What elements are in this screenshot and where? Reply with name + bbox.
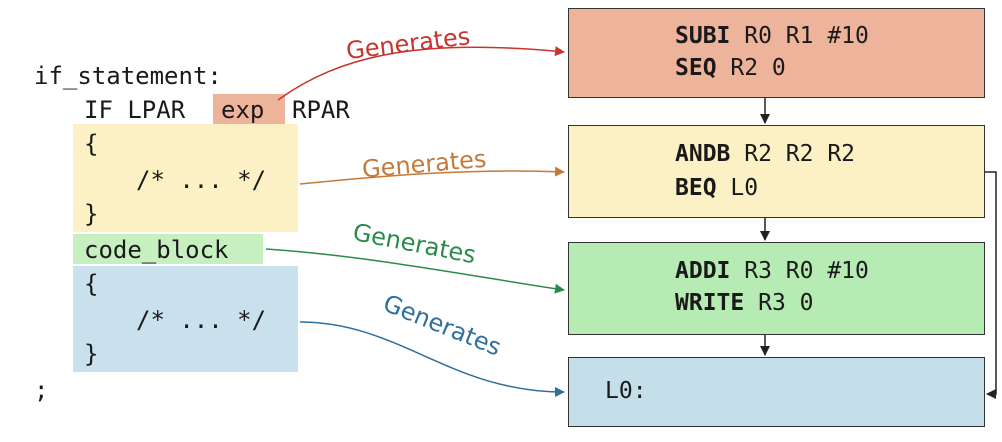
instruction-block-4: L0: bbox=[568, 357, 985, 427]
opcode: WRITE bbox=[675, 290, 745, 316]
brace-1-comment: /* ... */ bbox=[136, 166, 267, 194]
operands: L0 bbox=[716, 175, 759, 201]
label-l0: L0: bbox=[605, 378, 647, 404]
opcode: ANDB bbox=[675, 141, 731, 167]
grammar-if-lpar: IF LPAR bbox=[84, 96, 186, 124]
code-block-highlight bbox=[73, 234, 263, 264]
grammar-semicolon: ; bbox=[34, 376, 49, 404]
arrow-brace1-to-block2 bbox=[299, 166, 565, 185]
grammar-rule-name: if_statement: bbox=[34, 62, 222, 90]
grammar-exp: exp bbox=[221, 96, 265, 124]
arrow-codeblock-to-block3 bbox=[265, 248, 565, 294]
brace-2-close: } bbox=[84, 340, 99, 368]
operands: R2 0 bbox=[716, 55, 786, 81]
grammar-code-block: code_block bbox=[84, 236, 229, 264]
opcode: SUBI bbox=[675, 23, 731, 49]
brace-block-1-highlight bbox=[73, 124, 298, 232]
grammar-rpar: RPAR bbox=[292, 96, 350, 124]
arrow-exp-to-block1 bbox=[277, 46, 565, 101]
instruction-line: SEQ R2 0 bbox=[675, 52, 786, 84]
instruction-line: SUBI R0 R1 #10 bbox=[675, 20, 869, 52]
brace-2-comment: /* ... */ bbox=[136, 306, 267, 334]
instruction-block-2: ANDB R2 R2 R2 BEQ L0 bbox=[568, 125, 985, 218]
brace-2-open: { bbox=[84, 270, 99, 298]
exp-highlight bbox=[213, 94, 285, 124]
arrow-label-4: Generates bbox=[379, 289, 505, 362]
arrow-brace2-to-block4 bbox=[299, 321, 565, 397]
arrow-label-2: Generates bbox=[361, 145, 488, 184]
arrow-label-1: Generates bbox=[345, 22, 472, 65]
operands: R2 R2 R2 bbox=[730, 141, 856, 167]
brace-1-open: { bbox=[84, 130, 99, 158]
opcode: SEQ bbox=[675, 55, 717, 81]
instruction-block-3: ADDI R3 R0 #10 WRITE R3 0 bbox=[568, 242, 985, 335]
instruction-line: ADDI R3 R0 #10 bbox=[675, 255, 869, 287]
opcode: BEQ bbox=[675, 175, 717, 201]
instruction-block-1: SUBI R0 R1 #10 SEQ R2 0 bbox=[568, 8, 985, 98]
operands: R3 R0 #10 bbox=[730, 258, 869, 284]
brace-1-close: } bbox=[84, 200, 99, 228]
opcode: ADDI bbox=[675, 258, 731, 284]
instruction-line: WRITE R3 0 bbox=[675, 287, 814, 319]
operands: R3 0 bbox=[744, 290, 814, 316]
instruction-line: ANDB R2 R2 R2 bbox=[675, 138, 855, 170]
arrow-label-3: Generates bbox=[351, 218, 479, 269]
branch-arrow-beq-to-l0 bbox=[985, 171, 997, 399]
brace-block-2-highlight bbox=[73, 266, 298, 372]
operands: R0 R1 #10 bbox=[730, 23, 869, 49]
instruction-line: BEQ L0 bbox=[675, 172, 758, 204]
